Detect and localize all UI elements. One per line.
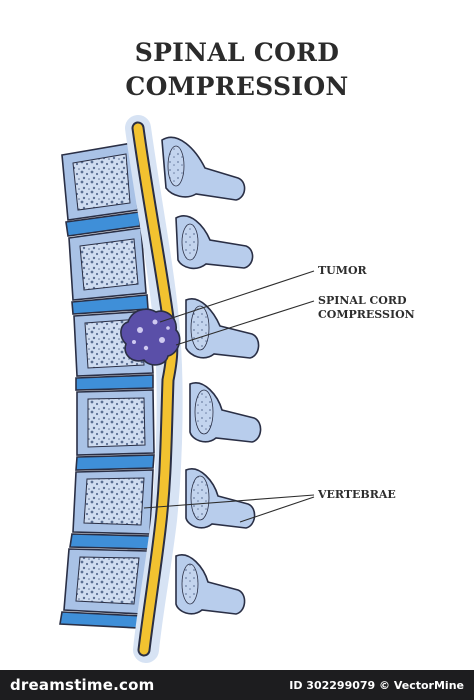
diagram-title-line1: SPINAL CORD xyxy=(134,38,340,67)
disc-6 xyxy=(59,611,144,629)
vertebral-body-6 xyxy=(63,548,149,615)
image-id-credit: ID 302299079 © VectorMine xyxy=(289,679,464,692)
tumor xyxy=(120,308,181,366)
footer-bar: dreamstime.com ID 302299079 © VectorMine xyxy=(0,670,474,700)
spinal-cord-fill xyxy=(133,123,177,655)
leader-compression xyxy=(175,300,315,346)
label-spinal-cord-compression: SPINAL CORD COMPRESSION xyxy=(318,294,415,322)
vertebral-body-2 xyxy=(68,227,147,301)
disc-5 xyxy=(69,533,151,550)
label-compression-line1: SPINAL CORD xyxy=(318,294,407,307)
leader-lines xyxy=(143,270,315,523)
disc-4 xyxy=(75,454,155,471)
vertebral-body-4 xyxy=(76,389,155,456)
dreamstime-logo[interactable]: dreamstime.com xyxy=(10,676,155,694)
spine-illustration xyxy=(59,115,315,663)
vertebral-body-5 xyxy=(72,469,154,535)
label-tumor: TUMOR xyxy=(318,264,367,277)
leader-vertebrae-process xyxy=(239,496,315,523)
process-1 xyxy=(161,136,246,201)
diagram-title-line2: COMPRESSION xyxy=(125,72,349,101)
label-compression-line2: COMPRESSION xyxy=(318,308,415,321)
label-vertebrae: VERTEBRAE xyxy=(318,488,396,501)
leader-tumor xyxy=(159,270,315,323)
vertebral-body-1 xyxy=(61,142,139,221)
disc-3 xyxy=(75,374,154,391)
leader-vertebrae-body xyxy=(143,494,315,509)
